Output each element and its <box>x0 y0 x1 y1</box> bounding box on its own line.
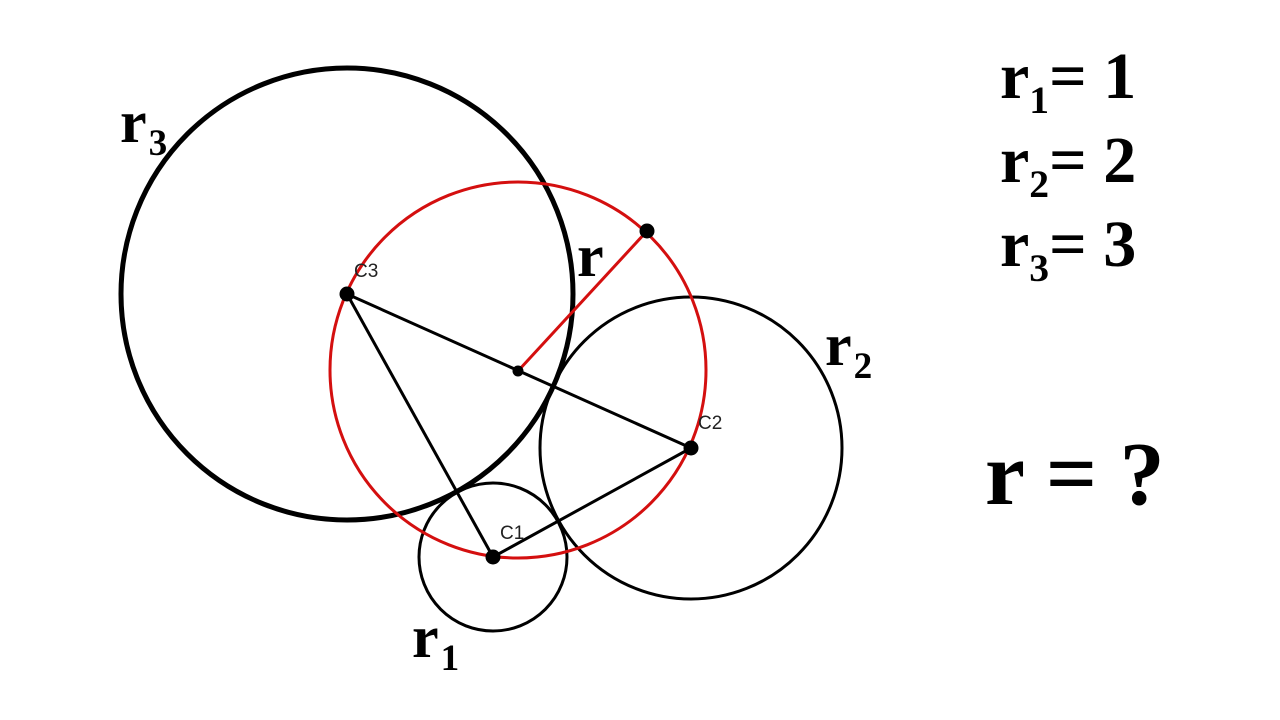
label-r: r <box>577 223 604 289</box>
label-r3-subscript: 3 <box>148 123 168 165</box>
label-c1: C1 <box>500 523 525 544</box>
circle-r3 <box>118 65 576 523</box>
circle-r1 <box>417 481 569 633</box>
question-r: r = ? <box>985 425 1165 524</box>
given-r1-value: = 1 <box>1049 40 1137 113</box>
label-r2: r2 <box>825 315 872 385</box>
point-on-r <box>639 223 655 239</box>
given-r2: r2= 2 <box>1000 128 1136 205</box>
radius-r-segment <box>516 229 649 373</box>
given-r2-sub: 2 <box>1029 162 1050 207</box>
label-r1-subscript: 1 <box>440 638 460 680</box>
given-r1: r1= 1 <box>1000 44 1136 121</box>
point-c2 <box>683 440 699 456</box>
given-r2-name: r <box>1000 124 1030 197</box>
given-r1-name: r <box>1000 40 1030 113</box>
label-c3: C3 <box>354 261 379 282</box>
given-r1-sub: 1 <box>1029 78 1050 123</box>
segment-c3-c1 <box>345 293 495 558</box>
given-r3-sub: 3 <box>1029 246 1050 291</box>
segment-c1-c2 <box>492 446 692 559</box>
point-c1 <box>485 549 501 565</box>
label-r3-text: r <box>120 89 147 155</box>
circle-r-unknown <box>328 180 708 560</box>
given-r3-value: = 3 <box>1049 208 1137 281</box>
point-c3 <box>339 286 355 302</box>
label-r1-text: r <box>412 604 439 670</box>
given-r2-value: = 2 <box>1049 124 1137 197</box>
given-r3-name: r <box>1000 208 1030 281</box>
label-c2: C2 <box>698 413 723 434</box>
label-r1: r1 <box>412 607 459 677</box>
label-r2-subscript: 2 <box>853 346 873 388</box>
label-r2-text: r <box>825 312 852 378</box>
label-r3: r3 <box>120 92 167 162</box>
given-r3: r3= 3 <box>1000 212 1136 289</box>
point-center-r <box>512 365 524 377</box>
